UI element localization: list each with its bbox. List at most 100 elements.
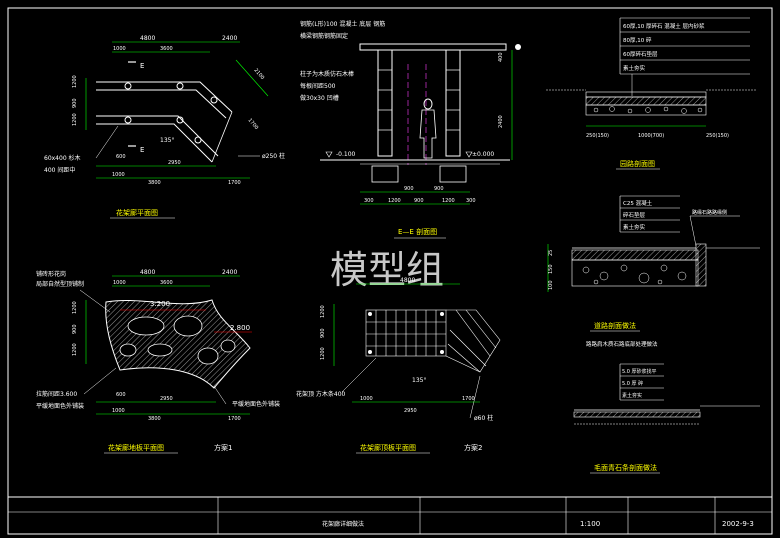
section-note-5: 做30x30 凹槽: [300, 94, 339, 102]
note-column: ø250 柱: [262, 152, 285, 160]
floor-note-5: 平缓地面色外铺装: [232, 400, 280, 408]
path-layer-1: 60厚,10 厚碎石 混凝土 层内砂浆: [623, 22, 705, 30]
path-dim-mid: 1000(700): [638, 133, 664, 139]
title-road-section: 道路剖面做法: [594, 321, 636, 330]
roof-angle-135: 135°: [412, 377, 426, 384]
dim-left-1200: 1200: [72, 75, 78, 88]
section-dim-1200b: 1200: [442, 198, 455, 204]
floor-dim-bottom-3800: 3800: [148, 416, 161, 422]
road-subtitle: 路路肩木质石路底部处理做法: [586, 340, 658, 348]
road-dim-100: 100: [548, 280, 554, 290]
dim-right-2100: 2100: [252, 67, 265, 81]
garden-path-section: 60厚,10 厚碎石 混凝土 层内砂浆 80厚,10 碎 60厚碎石垫层 素土夯…: [546, 17, 756, 170]
title-scale: 1:100: [580, 520, 600, 528]
section-dim-mid-900b: 900: [434, 186, 444, 192]
title-block: 花架廊详细做法 1:100 2002-9-3: [8, 496, 772, 534]
stone-layer-1: 5.0 厚砂浆找平: [622, 368, 657, 375]
path-layer-2: 80厚,10 碎: [623, 36, 652, 44]
floor-dim-bottom-1000: 1000: [112, 408, 125, 414]
section-note-2: 横梁钢筋钢筋固定: [300, 32, 348, 40]
section-dim-300b: 300: [466, 198, 476, 204]
watermark: 模型组: [330, 248, 444, 292]
path-dim-right: 250(150): [706, 133, 729, 139]
angle-135: 135°: [160, 137, 174, 144]
floor-dim-bottom-600: 600: [116, 392, 126, 398]
drawing-frame: [7, 7, 773, 535]
roof-dim-bottom-2950: 2950: [404, 408, 417, 414]
floor-note-1: 铺砖形花岗: [36, 270, 66, 278]
scheme-2: 方案2: [464, 443, 482, 452]
title-date: 2002-9-3: [722, 520, 754, 528]
level-right: ±0.000: [472, 151, 494, 158]
roof-dim-bottom-1000: 1000: [360, 396, 373, 402]
road-layer-3: 素土夯实: [623, 223, 646, 231]
road-edge-note: 路缘石路路缘侧: [692, 209, 727, 216]
section-dim-mid-900a: 900: [404, 186, 414, 192]
title-section: E—E 剖面图: [398, 227, 437, 236]
section-dim-900: 900: [414, 198, 424, 204]
road-layer-1: C25 混凝土: [623, 199, 653, 207]
dim-bottom-2950: 2950: [168, 160, 181, 166]
note-beam-spacing: 400 间距中: [44, 166, 75, 174]
floor-dim-top-3600: 3600: [160, 280, 173, 286]
title-garden-path: 园路剖面图: [620, 159, 655, 168]
floor-dim-top-1000: 1000: [113, 280, 126, 286]
roof-note-1: 花架顶 方木条400: [296, 390, 346, 398]
floor-note-2: 局部自然型顶铺制: [36, 280, 84, 288]
dim-top-2400: 2400: [222, 35, 237, 42]
dim-bottom-3800: 3800: [148, 180, 161, 186]
floor-note-3: 拉筋间距3.600: [36, 390, 77, 398]
floor-dim-top-2400: 2400: [222, 269, 237, 276]
dim-bottom-600: 600: [116, 154, 126, 160]
section-note-3: 柱子为木质仿石木棒: [300, 70, 354, 78]
floor-dim-top-4800: 4800: [140, 269, 155, 276]
roof-note-column: ø60 柱: [474, 414, 493, 422]
title-stone-section: 毛面青石条剖面做法: [594, 463, 657, 472]
dim-top-4800: 4800: [140, 35, 155, 42]
section-dim-300a: 300: [364, 198, 374, 204]
section-mark-e-bottom: E: [140, 146, 144, 154]
stone-layer-2: 5.0 厚 碎: [622, 380, 643, 387]
floor-dim-left-1200: 1200: [72, 301, 78, 314]
scheme-1: 方案1: [214, 443, 232, 452]
plan-pergola-roof: 4800 1200 900 1200 135° 花架顶 方木条400 ø60 柱…: [296, 277, 501, 454]
plan-pergola-floor: 4800 2400 1000 3600 1200 900 1200 3.200 …: [36, 269, 280, 454]
section-note-4: 每根间距500: [300, 82, 336, 90]
path-dim-left: 250(150): [586, 133, 609, 139]
road-section: C25 混凝土 碎石垫层 素土夯实 路缘石路路缘侧 25 150 100 道路剖…: [547, 195, 760, 348]
dim-right-1700: 1700: [246, 117, 259, 131]
section-mark-e-top: E: [140, 62, 144, 70]
road-layer-2: 碎石垫层: [623, 211, 646, 219]
floor-dim-left-900: 900: [72, 324, 78, 334]
title-plan-top: 花架廊平面图: [116, 208, 158, 217]
title-drawing-name: 花架廊详细做法: [322, 520, 364, 528]
section-e-e: 钢筋(L形)100 混凝土 底层 钢筋 横梁钢筋钢筋固定 柱子为木质仿石木棒 每…: [300, 20, 521, 239]
roof-dim-left-900: 900: [320, 328, 326, 338]
note-beam: 60x400 杉木: [44, 154, 81, 162]
path-layer-3: 60厚碎石垫层: [623, 50, 658, 58]
dim-left-1200b: 1200: [72, 113, 78, 126]
dim-top-1000: 1000: [113, 46, 126, 52]
roof-dim-top-4800: 4800: [400, 277, 415, 284]
floor-dim-bottom-1700: 1700: [228, 416, 241, 422]
title-plan-floor: 花架廊地板平面图: [108, 443, 164, 452]
floor-note-4: 平缓地面色外铺装: [36, 402, 84, 410]
section-note-1: 钢筋(L形)100 混凝土 底层 钢筋: [300, 20, 385, 28]
floor-dim-left-1200b: 1200: [72, 343, 78, 356]
floor-dim-bottom-2950: 2950: [160, 396, 173, 402]
roof-dim-left-1200b: 1200: [320, 347, 326, 360]
dim-left-900: 900: [72, 98, 78, 108]
section-dim-1200a: 1200: [388, 198, 401, 204]
floor-dim-2800: 2.800: [230, 324, 250, 332]
dim-bottom-1000: 1000: [112, 172, 125, 178]
title-plan-roof: 花架廊顶板平面图: [360, 443, 416, 452]
level-left: -0.100: [336, 151, 356, 158]
road-dim-150: 150: [548, 264, 554, 274]
road-dim-25: 25: [548, 250, 554, 256]
roof-dim-left-1200: 1200: [320, 305, 326, 318]
path-layer-4: 素土夯实: [623, 64, 646, 72]
section-dim-right-400: 400: [498, 52, 504, 62]
dim-top-3600: 3600: [160, 46, 173, 52]
floor-dim-3200: 3.200: [150, 300, 170, 308]
